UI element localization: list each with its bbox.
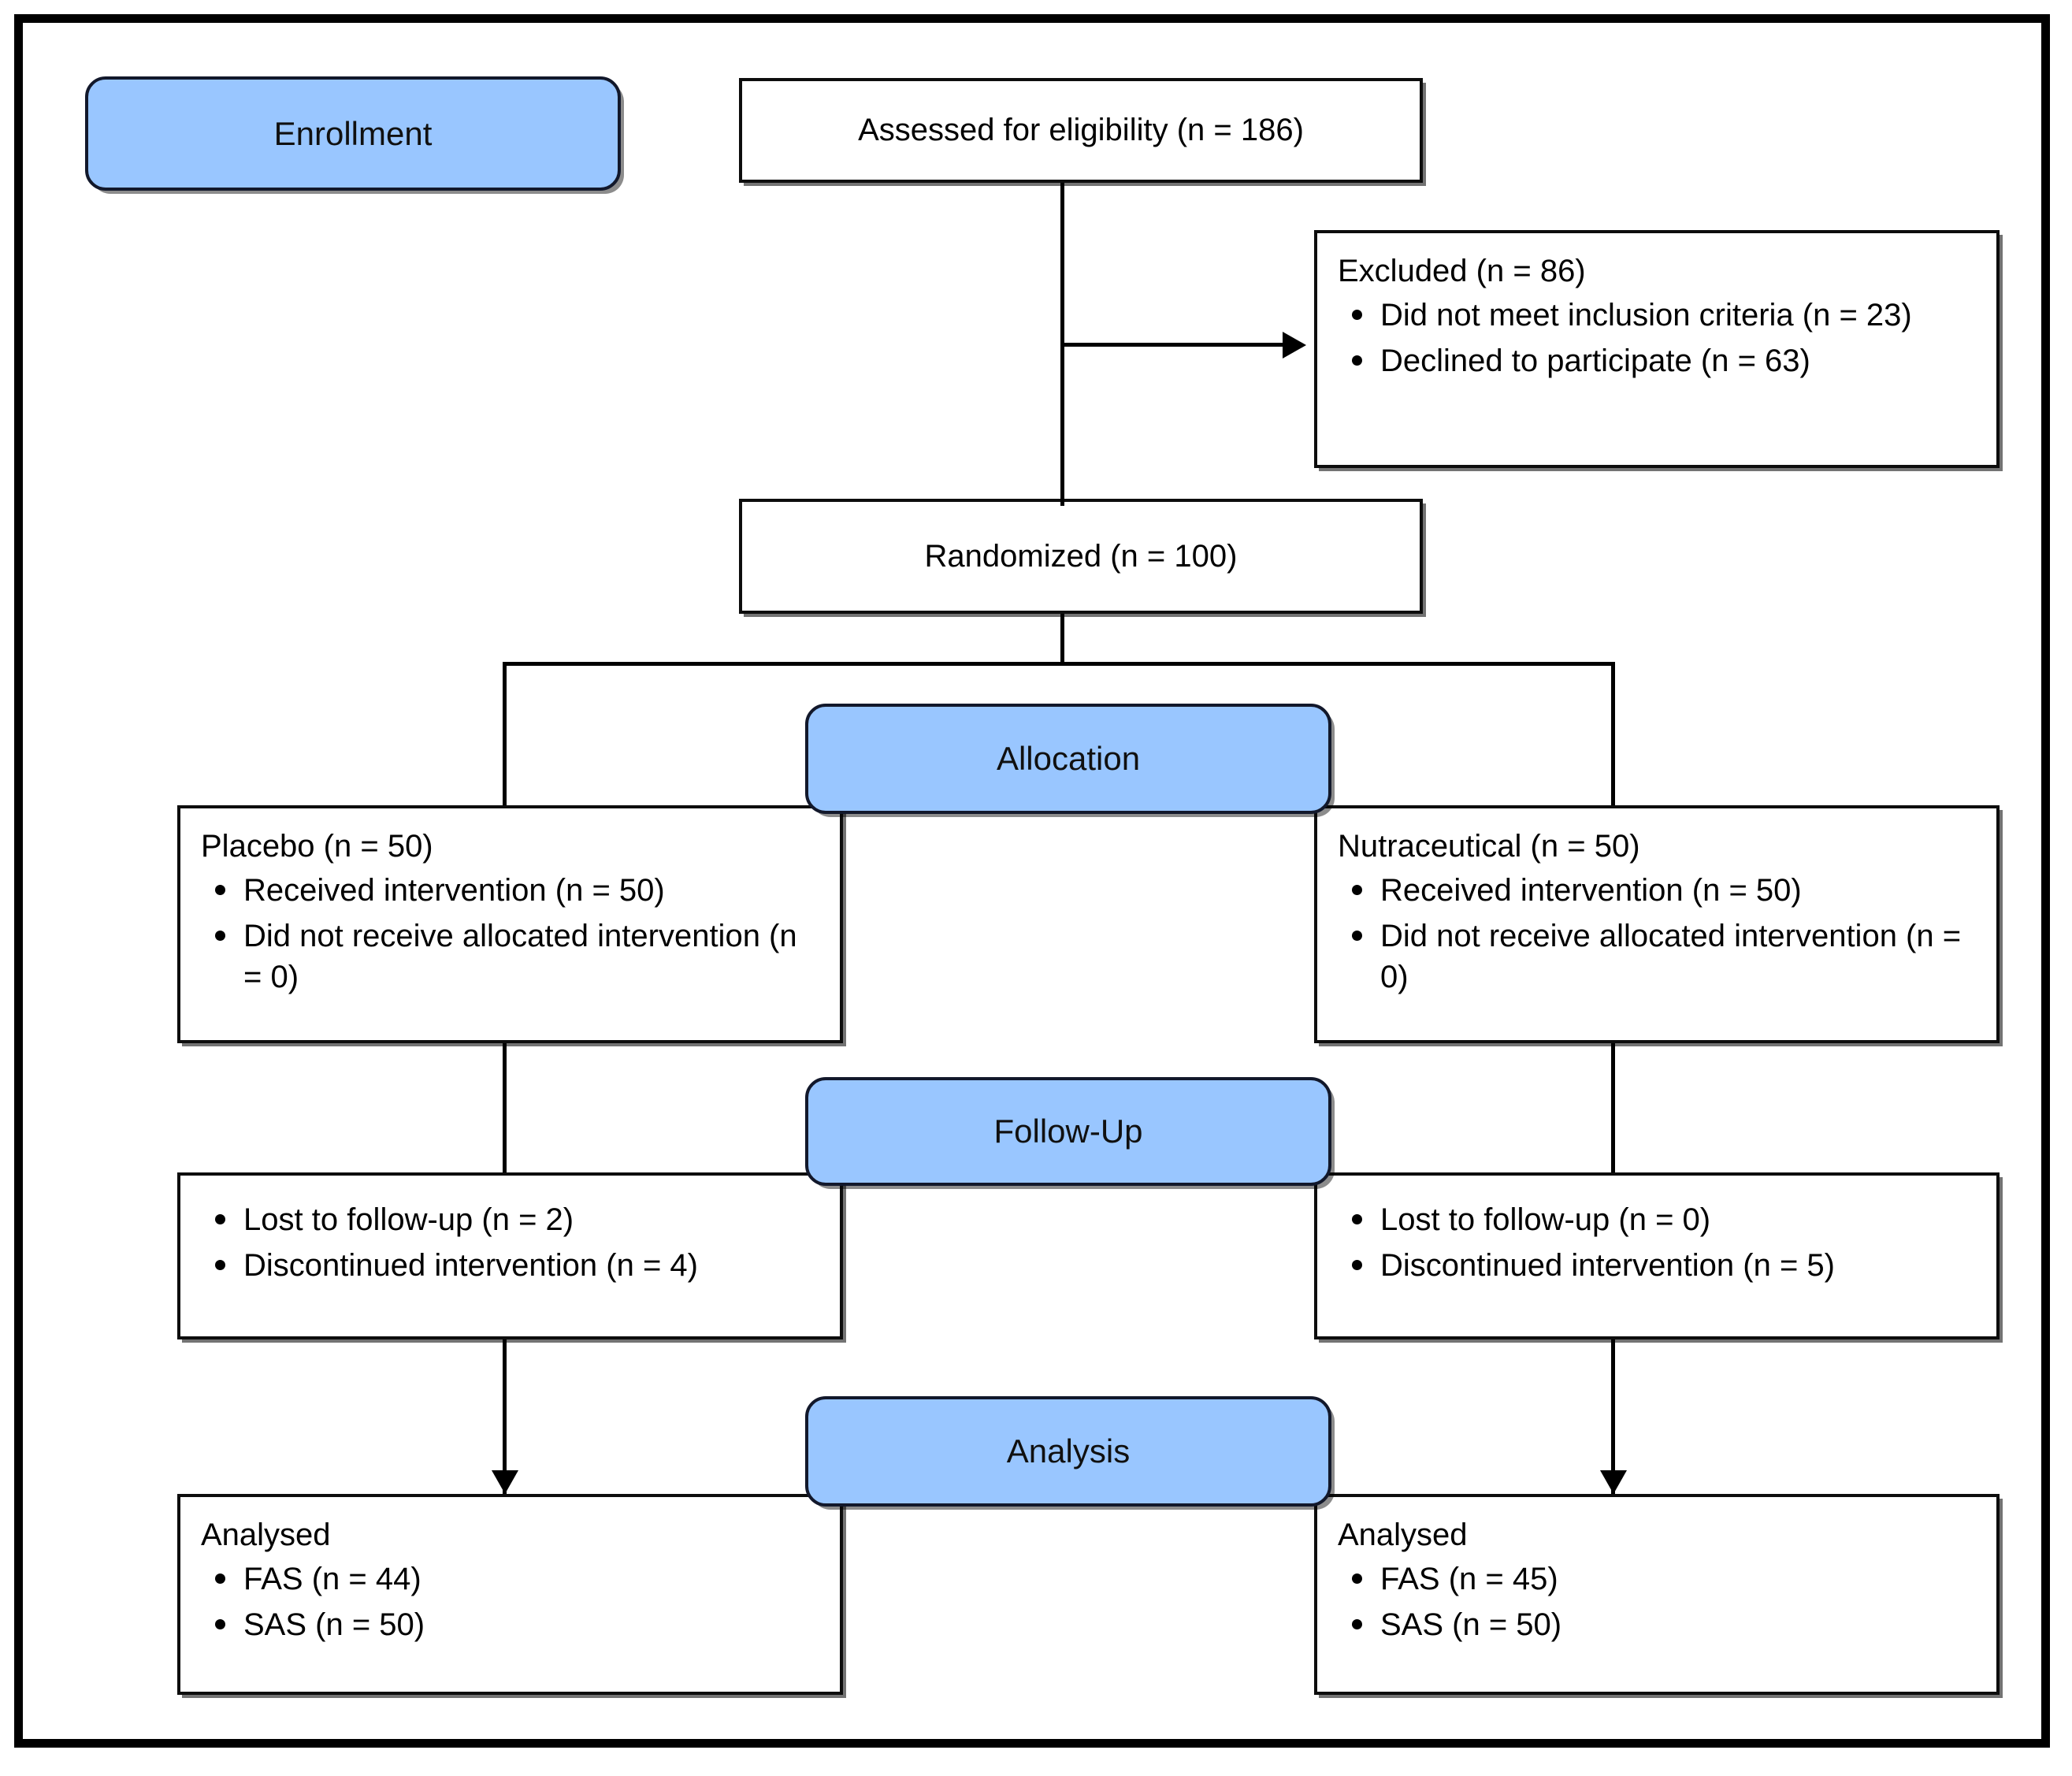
connector-split-to-nutraceutical [1611, 662, 1615, 805]
stage-banner-analysis: Analysis [805, 1396, 1331, 1507]
list-item: Did not receive allocated intervention (… [215, 916, 819, 998]
node-nutraceutical-allocation-body: Nutraceutical (n = 50) Received interven… [1317, 808, 1996, 1016]
node-excluded-list: Did not meet inclusion criteria (n = 23)… [1338, 295, 1976, 381]
arrowhead-placebo-analysis [492, 1470, 518, 1494]
list-item: FAS (n = 45) [1352, 1559, 1976, 1600]
stage-banner-enrollment: Enrollment [85, 76, 621, 191]
stage-label-enrollment: Enrollment [273, 114, 433, 152]
list-item: Discontinued intervention (n = 4) [215, 1245, 819, 1286]
arrowhead-nutraceutical-analysis [1600, 1470, 1627, 1494]
connector-placebo-alloc-to-followup [503, 1043, 507, 1172]
connector-assessed-to-excluded [1060, 343, 1283, 347]
list-item: Did not receive allocated intervention (… [1352, 916, 1976, 998]
node-placebo-followup-body: Lost to follow-up (n = 2) Discontinued i… [180, 1176, 840, 1305]
node-nutraceutical-followup: Lost to follow-up (n = 0) Discontinued i… [1314, 1172, 2000, 1339]
node-assessed-for-eligibility: Assessed for eligibility (n = 186) [739, 78, 1423, 183]
node-nutraceutical-analysis-list: FAS (n = 45) SAS (n = 50) [1338, 1559, 1976, 1645]
list-item: Discontinued intervention (n = 5) [1352, 1245, 1976, 1286]
connector-placebo-followup-to-analysis [503, 1339, 507, 1494]
node-placebo-analysis: Analysed FAS (n = 44) SAS (n = 50) [177, 1494, 843, 1695]
node-placebo-allocation: Placebo (n = 50) Received intervention (… [177, 805, 843, 1043]
node-placebo-allocation-body: Placebo (n = 50) Received intervention (… [180, 808, 840, 1016]
connector-allocation-split [503, 662, 1615, 666]
arrowhead-to-excluded [1283, 332, 1306, 359]
stage-banner-allocation: Allocation [805, 704, 1331, 814]
list-item: Declined to participate (n = 63) [1352, 340, 1976, 381]
node-placebo-analysis-header: Analysed [201, 1518, 331, 1552]
list-item: Did not meet inclusion criteria (n = 23) [1352, 295, 1976, 336]
connector-randomized-down [1060, 614, 1064, 664]
stage-label-followup: Follow-Up [993, 1113, 1143, 1150]
node-nutraceutical-analysis-header: Analysed [1338, 1518, 1468, 1552]
node-placebo-allocation-list: Received intervention (n = 50) Did not r… [201, 870, 819, 998]
list-item: Lost to follow-up (n = 0) [1352, 1199, 1976, 1240]
node-nutraceutical-followup-list: Lost to follow-up (n = 0) Discontinued i… [1338, 1199, 1976, 1286]
node-excluded-body: Excluded (n = 86) Did not meet inclusion… [1317, 233, 1996, 400]
node-assessed-text: Assessed for eligibility (n = 186) [858, 113, 1304, 147]
node-nutraceutical-analysis: Analysed FAS (n = 45) SAS (n = 50) [1314, 1494, 2000, 1695]
node-placebo-analysis-body: Analysed FAS (n = 44) SAS (n = 50) [180, 1497, 840, 1664]
stage-label-analysis: Analysis [1006, 1432, 1131, 1469]
list-item: SAS (n = 50) [1352, 1604, 1976, 1645]
node-excluded-header: Excluded (n = 86) [1338, 254, 1586, 288]
list-item: FAS (n = 44) [215, 1559, 819, 1600]
node-randomized-text: Randomized (n = 100) [924, 538, 1238, 574]
node-nutraceutical-analysis-body: Analysed FAS (n = 45) SAS (n = 50) [1317, 1497, 1996, 1664]
node-nutraceutical-allocation: Nutraceutical (n = 50) Received interven… [1314, 805, 2000, 1043]
node-excluded: Excluded (n = 86) Did not meet inclusion… [1314, 230, 2000, 468]
list-item: Lost to follow-up (n = 2) [215, 1199, 819, 1240]
list-item: Received intervention (n = 50) [1352, 870, 1976, 911]
node-placebo-followup: Lost to follow-up (n = 2) Discontinued i… [177, 1172, 843, 1339]
stage-label-allocation: Allocation [996, 740, 1141, 777]
node-randomized: Randomized (n = 100) [739, 499, 1423, 614]
list-item: SAS (n = 50) [215, 1604, 819, 1645]
node-nutraceutical-followup-body: Lost to follow-up (n = 0) Discontinued i… [1317, 1176, 1996, 1305]
node-placebo-allocation-header: Placebo (n = 50) [201, 829, 433, 864]
connector-nutraceutical-alloc-to-followup [1611, 1043, 1615, 1172]
node-nutraceutical-allocation-header: Nutraceutical (n = 50) [1338, 829, 1640, 864]
node-placebo-followup-list: Lost to follow-up (n = 2) Discontinued i… [201, 1199, 819, 1286]
list-item: Received intervention (n = 50) [215, 870, 819, 911]
node-placebo-analysis-list: FAS (n = 44) SAS (n = 50) [201, 1559, 819, 1645]
stage-banner-followup: Follow-Up [805, 1077, 1331, 1186]
node-nutraceutical-allocation-list: Received intervention (n = 50) Did not r… [1338, 870, 1976, 998]
connector-nutraceutical-followup-to-analysis [1611, 1339, 1615, 1494]
connector-split-to-placebo [503, 662, 507, 805]
